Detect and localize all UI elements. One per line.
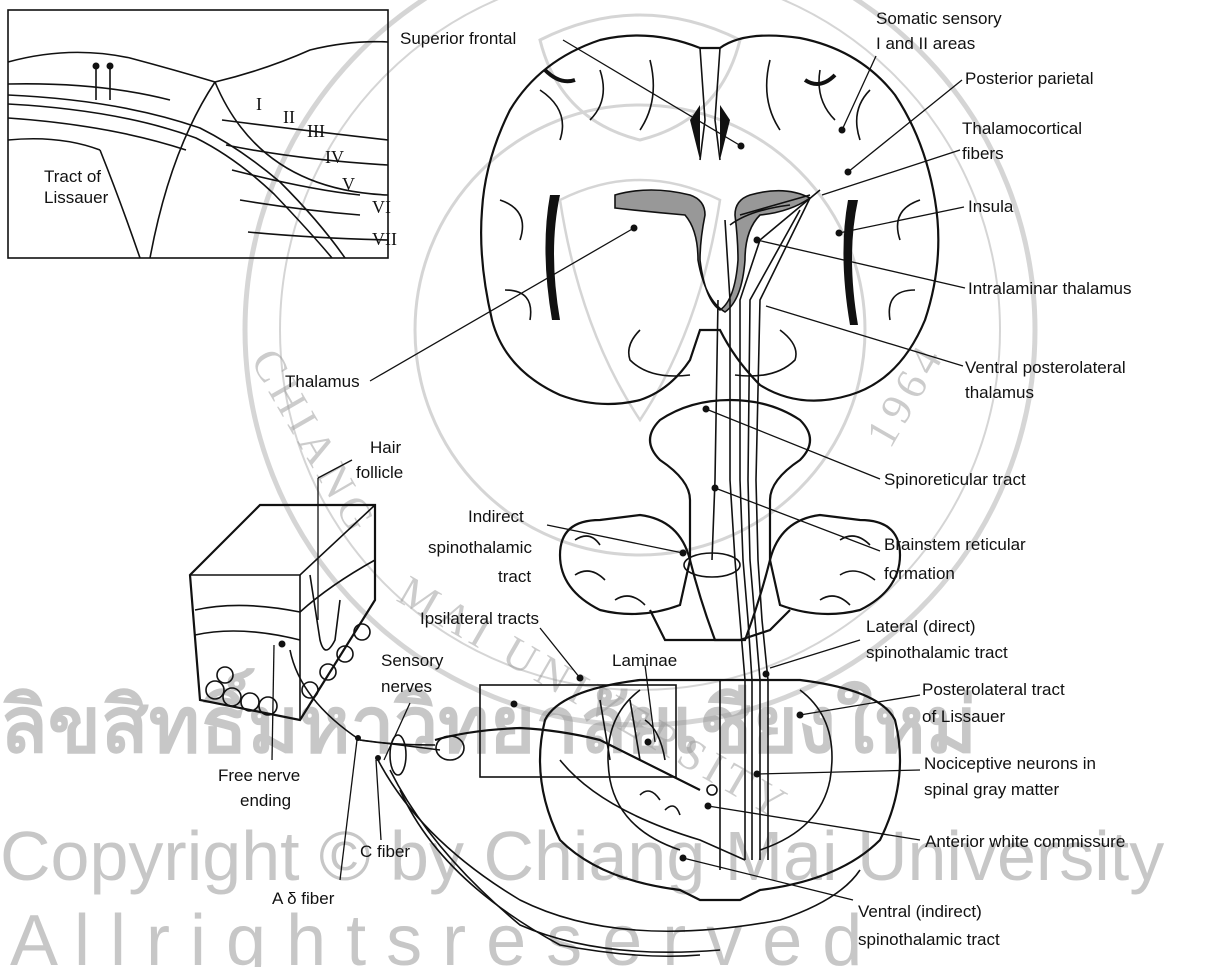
label-anterior-white-commissure: Anterior white commissure (925, 832, 1125, 851)
label-thalamocortical-2: fibers (962, 144, 1004, 163)
label-posterior-parietal: Posterior parietal (965, 69, 1094, 88)
label-indirect-spinothalamic-1: Indirect (468, 507, 524, 526)
label-indirect-spinothalamic-2: spinothalamic (428, 538, 532, 557)
label-indirect-spinothalamic-3: tract (498, 567, 531, 586)
inset-label-tract-2: Lissauer (44, 188, 109, 207)
label-laminae: Laminae (612, 651, 677, 670)
lamina-numeral-5: V (342, 174, 355, 194)
label-free-nerve-ending-1: Free nerve (218, 766, 300, 785)
lissauer-inset: Tract of Lissauer I II III IV V VI VII (8, 10, 397, 258)
label-posterolateral-lissauer-1: Posterolateral tract (922, 680, 1065, 699)
label-ventral-indirect-2: spinothalamic tract (858, 930, 1000, 949)
label-thalamocortical-1: Thalamocortical (962, 119, 1082, 138)
label-brainstem-reticular-2: formation (884, 564, 955, 583)
label-superior-frontal: Superior frontal (400, 29, 516, 48)
lateral-ventricles (615, 190, 810, 312)
lamina-numeral-2: II (283, 107, 295, 127)
watermark-thai: ลิขสิทธิ์มหาวิทยาลัยเชียงใหม่ (0, 668, 977, 769)
watermark-copyright: Copyright © by Chiang Mai University (0, 817, 1164, 895)
label-a-delta-fiber: A δ fiber (272, 889, 335, 908)
label-ipsilateral-tracts: Ipsilateral tracts (420, 609, 539, 628)
labels: Superior frontal Somatic sensory I and I… (218, 9, 1131, 949)
label-lateral-direct-2: spinothalamic tract (866, 643, 1008, 662)
brain-section (481, 36, 938, 405)
lamina-numeral-1: I (256, 94, 262, 114)
label-hair-follicle-2: follicle (356, 463, 403, 482)
label-lateral-direct-1: Lateral (direct) (866, 617, 976, 636)
label-ventral-posterolateral-1: Ventral posterolateral (965, 358, 1126, 377)
label-thalamus: Thalamus (285, 372, 360, 391)
label-ventral-indirect-1: Ventral (indirect) (858, 902, 982, 921)
lamina-numeral-7: VII (372, 229, 397, 249)
seal-text-3: 1964 (856, 334, 954, 455)
label-sensory-nerves-2: nerves (381, 677, 432, 696)
label-ventral-posterolateral-2: thalamus (965, 383, 1034, 402)
label-nociceptive-neurons-1: Nociceptive neurons in (924, 754, 1096, 773)
lamina-numeral-3: III (307, 121, 325, 141)
label-free-nerve-ending-2: ending (240, 791, 291, 810)
label-nociceptive-neurons-2: spinal gray matter (924, 780, 1059, 799)
label-c-fiber: C fiber (360, 842, 410, 861)
label-intralaminar-thalamus: Intralaminar thalamus (968, 279, 1131, 298)
lamina-numeral-6: VI (372, 197, 391, 217)
label-posterolateral-lissauer-2: of Lissauer (922, 707, 1005, 726)
label-sensory-nerves-1: Sensory (381, 651, 444, 670)
label-somatic-sensory-1: Somatic sensory (876, 9, 1002, 28)
label-somatic-sensory-2: I and II areas (876, 34, 975, 53)
lamina-numeral-4: IV (325, 147, 344, 167)
inset-label-tract-1: Tract of (44, 167, 101, 186)
label-hair-follicle-1: Hair (370, 438, 402, 457)
label-brainstem-reticular-1: Brainstem reticular (884, 535, 1026, 554)
watermark-rights: A l l r i g h t s r e s e r v e d (10, 901, 862, 967)
label-spinoreticular-tract: Spinoreticular tract (884, 470, 1026, 489)
label-insula: Insula (968, 197, 1014, 216)
